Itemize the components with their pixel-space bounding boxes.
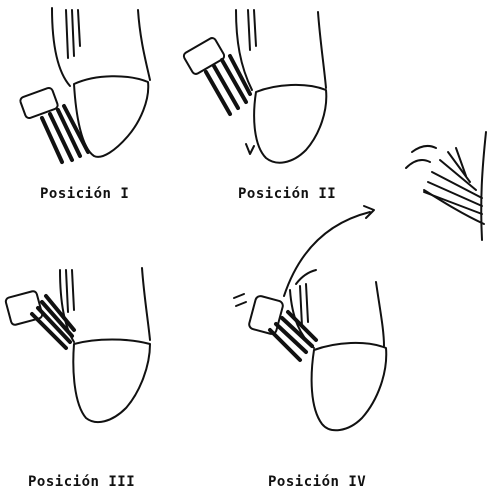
pos2-root-canal-a xyxy=(248,10,250,50)
pos1-root-canal-b xyxy=(72,10,74,56)
partial-arrow-b xyxy=(406,160,430,168)
pos1-root-canal-c xyxy=(78,10,80,46)
pos1-gum-line-right xyxy=(138,10,150,80)
pos2-root-canal-b xyxy=(254,10,256,46)
pos4-arc-inner xyxy=(296,270,316,284)
position-3-figure xyxy=(5,268,150,422)
position-1-figure xyxy=(19,8,150,162)
caption-position-4: Posición IV xyxy=(268,474,366,490)
partial-figure-right xyxy=(406,132,486,240)
caption-position-2: Posición II xyxy=(238,186,336,202)
pos4-tooth-crown xyxy=(312,343,387,430)
pos2-tooth-crown xyxy=(254,85,326,163)
pos1-root-canal-a xyxy=(66,10,68,58)
pos3-root-canal-b xyxy=(72,270,74,310)
pos3-gum-line-right xyxy=(142,268,150,340)
position-4-figure xyxy=(234,206,386,430)
pos4-motion-mark-b xyxy=(236,302,246,306)
pos2-motion-arrow xyxy=(246,144,254,154)
partial-bristle-f xyxy=(456,148,466,176)
partial-arrow-a xyxy=(412,146,436,152)
pos4-gum-line-right xyxy=(376,282,384,346)
pos4-root-canal-a xyxy=(300,286,302,326)
caption-position-3: Posición III xyxy=(28,474,135,490)
pos4-motion-mark-a xyxy=(234,294,244,298)
pos2-brush-head xyxy=(182,37,225,76)
pos2-gum-line-right xyxy=(318,12,326,88)
position-2-figure xyxy=(182,10,326,163)
pos4-root-canal-b xyxy=(306,284,308,322)
pos4-bristles xyxy=(270,312,316,360)
pos3-tooth-crown xyxy=(73,340,150,423)
caption-position-1: Posición I xyxy=(40,186,129,202)
pos1-brush-head xyxy=(19,87,58,119)
pos3-root-canal-a xyxy=(66,270,68,312)
